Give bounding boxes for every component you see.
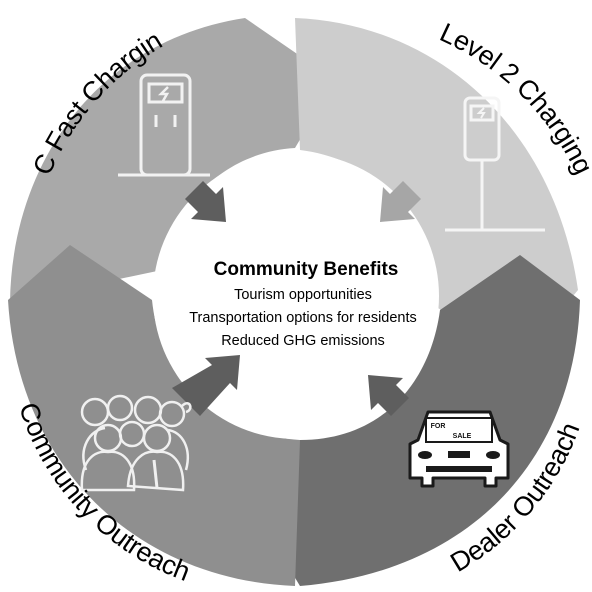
segment-dc-fast-charging bbox=[10, 18, 335, 302]
arrow-top-right bbox=[380, 181, 421, 222]
arrow-top-left bbox=[185, 181, 226, 222]
arrow-bottom-right bbox=[368, 375, 409, 416]
dc-fast-charger-icon bbox=[118, 73, 210, 177]
community-people-icon bbox=[80, 394, 192, 492]
center-line-tourism: Tourism opportunities bbox=[234, 287, 372, 303]
car-for-sale-icon: FOR SALE bbox=[408, 410, 510, 488]
center-line-emissions: Reduced GHG emissions bbox=[221, 333, 385, 349]
arrow-bottom-left bbox=[172, 355, 240, 416]
segment-dealer-outreach bbox=[248, 255, 580, 586]
car-sign-top: FOR bbox=[431, 423, 446, 430]
segment-community-outreach bbox=[8, 245, 300, 586]
center-line-transportation: Transportation options for residents bbox=[189, 310, 417, 326]
level-2-charger-icon bbox=[445, 96, 545, 232]
center-title: Community Benefits bbox=[214, 259, 399, 280]
car-sign-bottom: SALE bbox=[453, 433, 472, 440]
